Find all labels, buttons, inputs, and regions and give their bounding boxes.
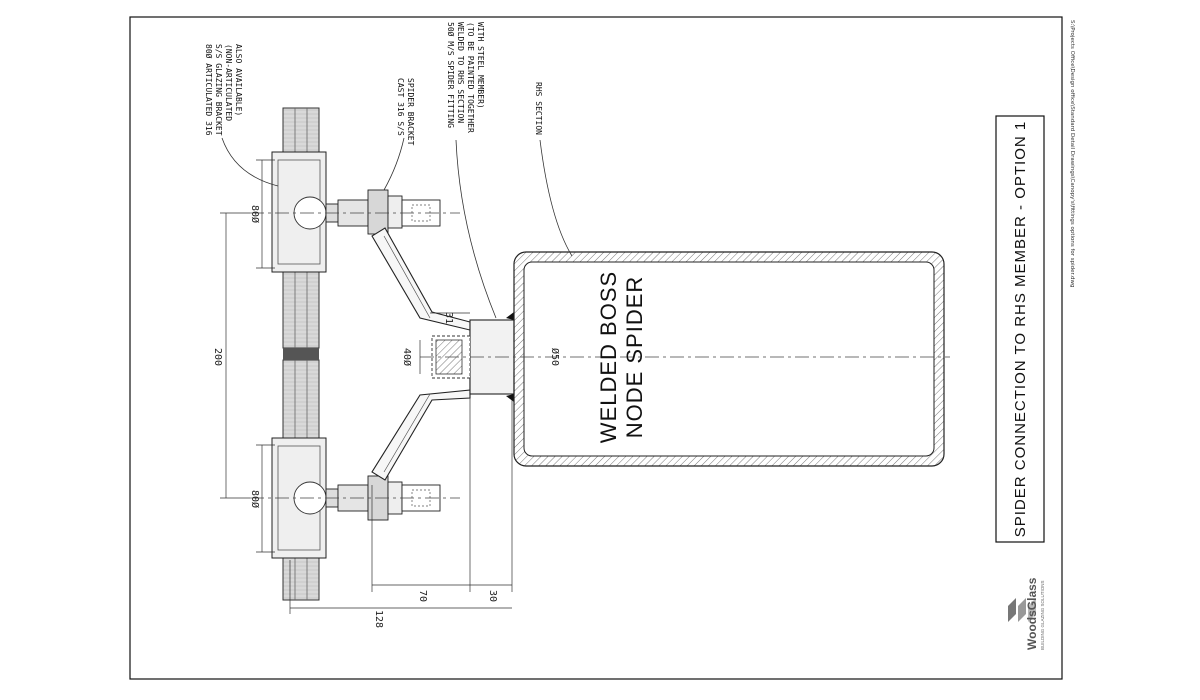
file-path: S:\Projects Office\Design office\Standar… (1069, 20, 1075, 288)
centre-lines (250, 212, 950, 499)
dim-80-bottom: 80Ø (249, 490, 261, 508)
glazing-bracket-top (271, 151, 441, 273)
dim-40: 40Ø (401, 348, 413, 366)
note-glazing-bracket: 80Ø ARTICULATED 316 S/S GLAZING BRACKET … (204, 44, 243, 136)
woodsglass-logo: WoodsGlass BUILDING GLAZING SOLUTIONS (1008, 577, 1045, 650)
note-line: ALSO AVAILABLE) (234, 44, 243, 116)
dim-70: 70 (417, 590, 428, 602)
main-label-line2: NODE SPIDER (622, 276, 647, 439)
dim-200: 200 (212, 348, 223, 366)
note-line: S/S GLAZING BRACKET (214, 44, 223, 136)
note-line: (NON-ARTICULATED (224, 44, 233, 121)
note-line: RHS SECTION (534, 82, 543, 135)
dim-31: 31 (443, 312, 454, 324)
note-line: WELDED TO RHS SECTION (456, 22, 465, 123)
dimension-lines (220, 159, 515, 614)
main-label: WELDED BOSS NODE SPIDER (596, 271, 647, 443)
leader-lines (221, 137, 573, 319)
note-line: 50Ø M/S SPIDER FITTING (446, 22, 456, 128)
logo-mark-icon (1008, 598, 1036, 622)
note-line: CAST 316 S/S (396, 78, 405, 136)
rhs-section (513, 251, 945, 467)
sheet-border (129, 16, 1063, 680)
dim-80-top: 80Ø (249, 205, 261, 223)
logo-tagline: BUILDING GLAZING SOLUTIONS (1040, 580, 1045, 650)
dim-30: 30 (487, 590, 498, 602)
silicone-joint (283, 348, 319, 360)
note-rhs-section: RHS SECTION (534, 82, 543, 135)
dim-50: Ø50 (549, 348, 561, 366)
main-label-line1: WELDED BOSS (596, 271, 621, 443)
note-line: (TO BE PAINTED TOGETHER (466, 22, 475, 133)
note-line: WITH STEEL MEMBER) (476, 22, 485, 109)
note-line: 80Ø ARTICULATED 316 (204, 44, 214, 136)
note-spider-fitting: 50Ø M/S SPIDER FITTING WELDED TO RHS SEC… (446, 22, 485, 133)
note-cast-bracket: CAST 316 S/S SPIDER BRACKET (396, 78, 415, 146)
title-box (995, 115, 1045, 543)
dim-128: 128 (373, 610, 384, 628)
note-line: SPIDER BRACKET (406, 78, 415, 146)
logo-name: WoodsGlass (1025, 577, 1039, 650)
drawing-title: SPIDER CONNECTION TO RHS MEMBER - OPTION… (1012, 121, 1029, 538)
